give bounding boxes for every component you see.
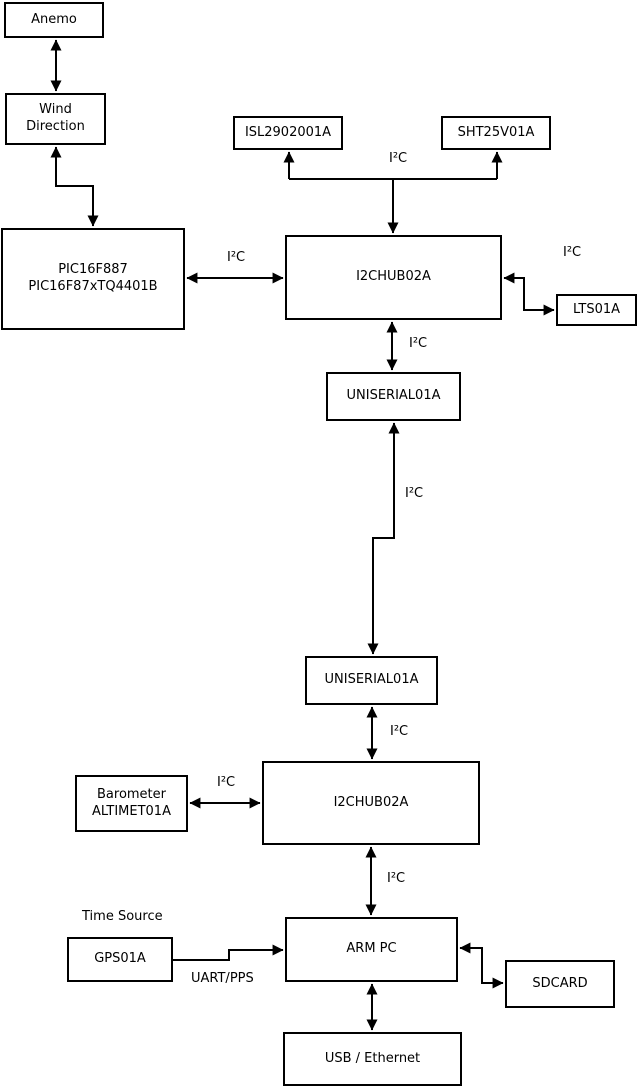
node-pic16f887: PIC16F887 PIC16F87xTQ4401B (1, 228, 185, 330)
node-anemo: Anemo (4, 2, 104, 38)
node-i2chub02a-2: I2CHUB02A (262, 761, 480, 845)
label-i2c-hub1-uniserial1: I²C (409, 336, 428, 351)
label-i2c-hub1-lts: I²C (563, 245, 582, 260)
label-i2c-top-tjunction: I²C (389, 151, 408, 166)
edge-armpc-sdcard (459, 942, 504, 989)
node-i2chub02a-1: I2CHUB02A (285, 235, 502, 320)
label-i2c-uniserial2-hub2: I²C (390, 724, 409, 739)
label-i2c-barometer-hub2: I²C (217, 775, 236, 790)
label-i2c-long-link: I²C (405, 486, 424, 501)
edge-i2chub1-lts (503, 272, 555, 316)
edge-uniserial1-uniserial2 (367, 422, 400, 655)
label-time-source: Time Source (82, 909, 163, 924)
edge-winddirection-pic (50, 146, 99, 227)
label-i2c-pic-hub1: I²C (227, 250, 246, 265)
node-arm-pc: ARM PC (285, 917, 458, 982)
node-barometer-altimet01a: Barometer ALTIMET01A (75, 775, 188, 832)
node-uniserial01a-2: UNISERIAL01A (305, 656, 438, 705)
edge-gps-armpc (173, 944, 284, 961)
node-uniserial01a-1: UNISERIAL01A (326, 372, 461, 421)
node-usb-ethernet: USB / Ethernet (283, 1032, 462, 1086)
node-lts01a: LTS01A (556, 294, 637, 326)
node-sdcard: SDCARD (505, 960, 615, 1008)
node-gps01a: GPS01A (67, 937, 173, 982)
node-sht25v01a: SHT25V01A (441, 116, 551, 150)
node-wind-direction: Wind Direction (5, 93, 106, 145)
node-isl2902001a: ISL2902001A (233, 116, 343, 150)
label-uart-pps: UART/PPS (191, 971, 254, 986)
label-i2c-hub2-armpc: I²C (387, 871, 406, 886)
